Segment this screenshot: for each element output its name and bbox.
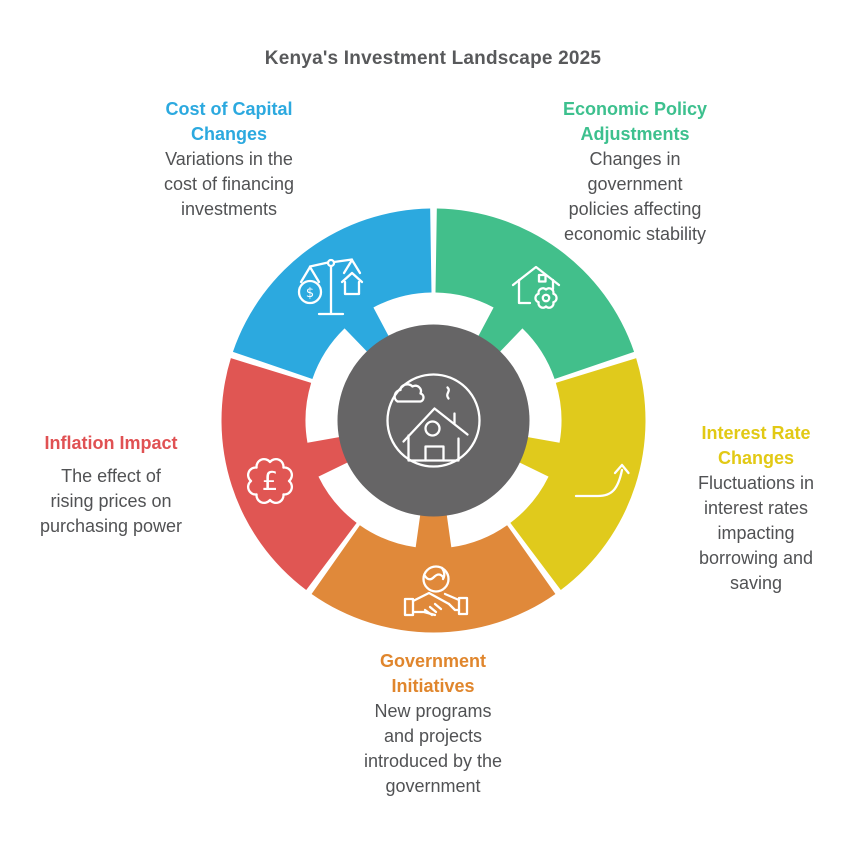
segment-description: Fluctuations in interest rates impacting… [697,473,815,593]
segment-description: Variations in the cost of financing inve… [163,149,295,219]
page-title: Kenya's Investment Landscape 2025 [264,48,602,69]
home-economy-icon [386,373,481,468]
segment-label-economic-policy: Economic Policy Adjustments Changes in g… [515,97,755,247]
pound-glyph: £ [262,467,279,497]
segment-description: New programs and projects introduced by … [363,701,503,796]
segment-heading: Economic Policy Adjustments [562,99,708,144]
house-gear-icon [511,265,561,309]
segment-label-interest-rate: Interest Rate Changes Fluctuations in in… [658,421,854,596]
segment-label-inflation-impact: Inflation Impact The effect of rising pr… [1,431,221,539]
wheel-segment-government-initiatives [311,497,556,633]
handshake-globe-icon [403,565,469,617]
segment-description: The effect of rising prices on purchasin… [39,466,183,536]
segment-heading: Interest Rate Changes [701,423,811,468]
wheel-segment-economic-policy-adjustments [435,208,635,380]
growth-arrow-icon [574,463,630,498]
pound-rosette-icon: £ [246,457,294,505]
segment-heading: Government Initiatives [379,651,487,696]
wheel-segment-cost-of-capital-changes [232,208,432,380]
segment-description: Changes in government policies affecting… [563,149,707,244]
segment-label-government-initiatives: Government Initiatives New programs and … [318,649,548,799]
segment-label-cost-of-capital: Cost of Capital Changes Variations in th… [114,97,344,222]
segment-heading: Inflation Impact [44,433,178,453]
dollar-glyph: $ [306,286,314,301]
segment-heading: Cost of Capital Changes [165,99,293,144]
wheel-segment-interest-rate-changes [503,358,646,591]
balance-scale-money-house-icon: $ [297,258,364,316]
